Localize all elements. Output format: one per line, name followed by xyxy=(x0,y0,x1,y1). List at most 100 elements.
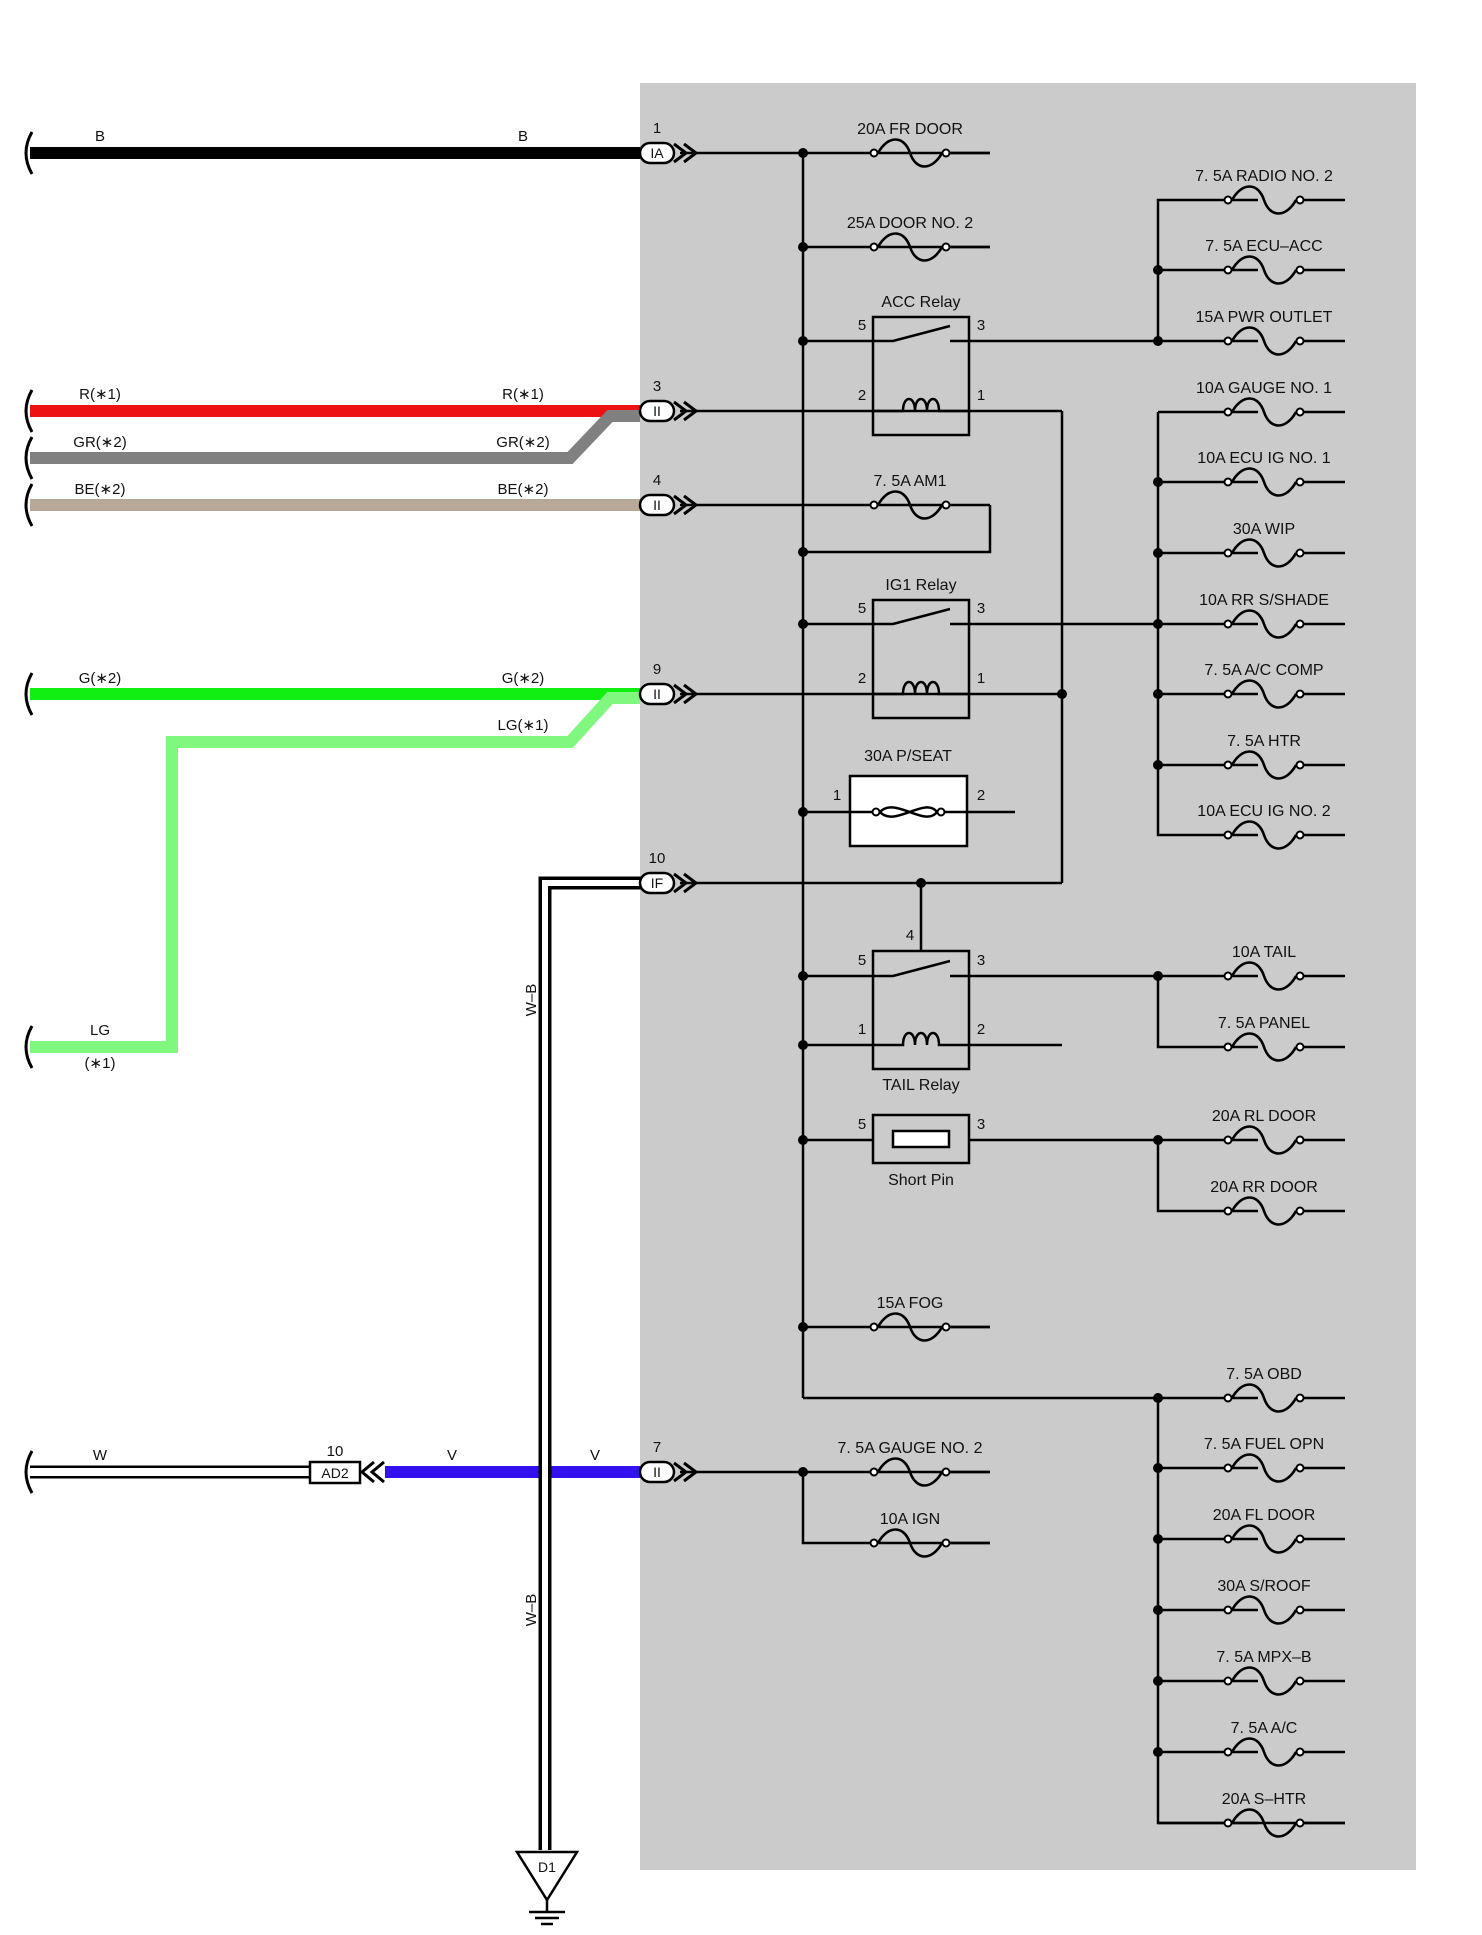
fuse-gauge-no1: 10A GAUGE NO. 1 xyxy=(1196,380,1332,427)
fuse-label: 7. 5A MPX–B xyxy=(1216,1649,1311,1666)
relay-pin: 3 xyxy=(977,600,985,617)
fuse-label: 7. 5A GAUGE NO. 2 xyxy=(838,1440,983,1457)
fuse-label: 30A WIP xyxy=(1233,521,1295,538)
fuse-leads xyxy=(946,151,1345,1825)
fuse-label: 7. 5A AM1 xyxy=(874,473,947,490)
breaker-pin: 2 xyxy=(977,787,985,804)
connector-pin: 7 xyxy=(653,1439,661,1456)
connector-code: IF xyxy=(651,875,663,891)
fuse-label: 7. 5A HTR xyxy=(1227,733,1301,750)
wire-label: B xyxy=(95,128,105,145)
fuse-label: 20A RL DOOR xyxy=(1212,1108,1316,1125)
connector-ii-3: II 3 xyxy=(638,378,698,423)
fuse-label: 20A FR DOOR xyxy=(857,121,963,138)
relay-pin: 1 xyxy=(977,387,985,404)
connector-ii-7: II 7 xyxy=(638,1439,698,1484)
connector-pin: 10 xyxy=(649,850,666,867)
fuse-fuel-opn: 7. 5A FUEL OPN xyxy=(1204,1436,1324,1483)
wire-gr xyxy=(24,410,640,480)
relay-pin: 2 xyxy=(858,670,866,687)
fuse-ac-comp: 7. 5A A/C COMP xyxy=(1204,662,1324,709)
fuse-fr-door: 20A FR DOOR xyxy=(857,121,963,168)
fuse-label: 10A ECU IG NO. 2 xyxy=(1197,803,1330,820)
wire-be xyxy=(24,483,640,527)
wire-label: V xyxy=(447,1447,457,1464)
breaker-name: 30A P/SEAT xyxy=(864,748,952,765)
fuse-htr: 7. 5A HTR xyxy=(1223,733,1305,780)
connector-code: II xyxy=(653,403,661,419)
fuse-gauge-no2: 7. 5A GAUGE NO. 2 xyxy=(838,1440,983,1487)
fuse-door-no2: 25A DOOR NO. 2 xyxy=(847,215,973,262)
relay-pin: 1 xyxy=(858,1021,866,1038)
wire-label: GR(∗2) xyxy=(73,434,126,451)
fuse-label: 20A S–HTR xyxy=(1222,1791,1306,1808)
fuse-tail: 10A TAIL xyxy=(1223,944,1305,991)
wire-label: W–B xyxy=(523,984,540,1017)
fuse-label: 15A FOG xyxy=(877,1295,944,1312)
breaker-pin: 1 xyxy=(833,787,841,804)
relay-name: IG1 Relay xyxy=(885,577,956,594)
wire-label: LG(∗1) xyxy=(498,717,549,734)
wire-g xyxy=(24,672,640,716)
ground-d1-label: D1 xyxy=(538,1859,556,1875)
fuse-label: 20A FL DOOR xyxy=(1213,1507,1316,1524)
fuse-label: 7. 5A RADIO NO. 2 xyxy=(1195,168,1333,185)
fuse-label: 20A RR DOOR xyxy=(1210,1179,1318,1196)
short-pin-pin: 3 xyxy=(977,1116,985,1133)
relay-pin: 2 xyxy=(977,1021,985,1038)
fuse-label: 10A TAIL xyxy=(1232,944,1296,961)
fuse-label: 30A S/ROOF xyxy=(1217,1578,1311,1595)
connector-if-10: IF 10 xyxy=(638,850,698,895)
connector-ii-9: II 9 xyxy=(638,661,698,706)
fuse-ecu-ig-no1: 10A ECU IG NO. 1 xyxy=(1197,450,1331,497)
short-pin-name: Short Pin xyxy=(888,1172,954,1189)
ig1-relay: IG1 Relay 5 3 2 1 xyxy=(858,577,985,720)
wire-w xyxy=(24,1450,310,1494)
connector-pin: 1 xyxy=(653,120,661,137)
wire-b xyxy=(24,131,640,175)
internal-wiring xyxy=(680,151,1345,1825)
wire-labels: B B R(∗1) R(∗1) GR(∗2) GR(∗2) BE(∗2) BE(… xyxy=(73,128,600,1626)
connector-pin: 3 xyxy=(653,378,661,395)
connector-code: II xyxy=(653,497,661,513)
fuse-obd: 7. 5A OBD xyxy=(1223,1366,1305,1413)
fuse-sroof: 30A S/ROOF xyxy=(1217,1578,1311,1625)
wire-label: V xyxy=(590,1447,600,1464)
connector-ad2-code: AD2 xyxy=(321,1465,348,1481)
connector-ad2: AD2 10 xyxy=(308,1443,385,1485)
relay-pin: 4 xyxy=(906,927,914,944)
fuse-label: 7. 5A A/C COMP xyxy=(1204,662,1323,679)
fuse-rr-door: 20A RR DOOR xyxy=(1210,1179,1318,1226)
fuse-ecu-acc: 7. 5A ECU–ACC xyxy=(1205,238,1323,285)
wire-label: B xyxy=(518,128,528,145)
junction-dots xyxy=(798,148,1163,1757)
connector-pin: 9 xyxy=(653,661,661,678)
wire-label: BE(∗2) xyxy=(498,481,549,498)
relay-pin: 5 xyxy=(858,600,866,617)
pseat-breaker: 30A P/SEAT 1 2 xyxy=(833,748,985,848)
fuse-ign: 10A IGN xyxy=(869,1511,951,1558)
fuse-label: 7. 5A A/C xyxy=(1231,1720,1298,1737)
relay-pin: 3 xyxy=(977,952,985,969)
fuse-fl-door: 20A FL DOOR xyxy=(1213,1507,1316,1554)
fuse-label: 7. 5A OBD xyxy=(1226,1366,1302,1383)
wire-label: BE(∗2) xyxy=(75,481,126,498)
relay-pin: 5 xyxy=(858,952,866,969)
wire-label: LG xyxy=(90,1022,110,1039)
wire-label: GR(∗2) xyxy=(496,434,549,451)
relay-name: ACC Relay xyxy=(881,294,960,311)
wire-label: (∗1) xyxy=(85,1055,116,1072)
connector-ad2-pin: 10 xyxy=(327,1443,344,1460)
fuse-panel: 7. 5A PANEL xyxy=(1218,1015,1310,1062)
wire-r xyxy=(24,389,640,433)
wire-label: R(∗1) xyxy=(502,386,544,403)
fuse-pwr-outlet: 15A PWR OUTLET xyxy=(1196,309,1333,356)
connector-pin: 4 xyxy=(653,472,661,489)
wire-wb xyxy=(538,876,643,1850)
short-pin: Short Pin 5 3 xyxy=(858,1113,985,1189)
fuse-label: 10A ECU IG NO. 1 xyxy=(1197,450,1330,467)
fuse-label: 7. 5A FUEL OPN xyxy=(1204,1436,1324,1453)
fuse-rl-door: 20A RL DOOR xyxy=(1212,1108,1316,1155)
connector-code: II xyxy=(653,686,661,702)
